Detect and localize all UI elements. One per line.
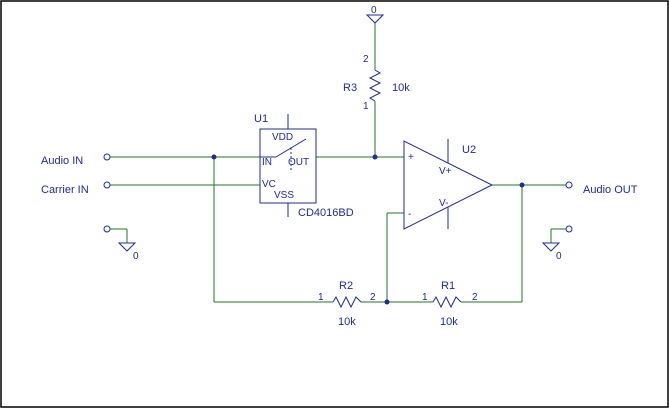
r2-ref-label: R2: [339, 280, 353, 292]
r3-value-label: 10k: [392, 82, 410, 94]
port-audio-in[interactable]: Audio IN: [41, 153, 111, 167]
u2-minus-sign: -: [408, 209, 411, 220]
r3-ref-label: R3: [343, 82, 357, 94]
u2-plus-sign: +: [408, 152, 414, 163]
carrier-in-label: Carrier IN: [41, 184, 89, 196]
u1-pin-vc: VC: [262, 179, 276, 190]
junction-dot: [384, 299, 390, 305]
u1-pin-vss: VSS: [274, 190, 294, 201]
u2-vplus-label: V+: [439, 166, 452, 177]
u1-ref-label: U1: [254, 113, 268, 125]
u1-pin-out: OUT: [288, 157, 309, 168]
ground-right-label: 0: [556, 251, 562, 262]
ground-symbol-top: 0: [365, 5, 385, 24]
u2-vminus-label: V-: [439, 198, 448, 209]
junction-dot: [372, 154, 378, 160]
r1-ref-label: R1: [441, 280, 455, 292]
u2-op-amp[interactable]: U2 + - V+ V-: [403, 139, 494, 230]
junction-dot: [211, 154, 217, 160]
audio-in-label: Audio IN: [41, 155, 83, 167]
r1-value-label: 10k: [440, 316, 458, 328]
audio-out-label: Audio OUT: [583, 184, 638, 196]
u1-pin-in: IN: [262, 157, 272, 168]
r2-pin1-label: 1: [318, 292, 324, 303]
r2-value-label: 10k: [338, 316, 356, 328]
port-audio-out[interactable]: Audio OUT: [565, 181, 638, 196]
ground-symbol-right: 0: [541, 225, 573, 262]
u2-ref-label: U2: [462, 144, 476, 156]
u1-part-label: CD4016BD: [298, 207, 354, 219]
ground-top-label: 0: [371, 5, 377, 16]
port-carrier-in[interactable]: Carrier IN: [41, 181, 111, 196]
junction-dot: [519, 182, 525, 188]
resistor-r2[interactable]: R2 10k 1 2: [318, 280, 376, 328]
r3-pin2-label: 2: [363, 54, 369, 65]
u1-pin-vdd: VDD: [272, 132, 293, 143]
resistor-r1[interactable]: R1 10k 1 2: [422, 280, 478, 328]
r2-pin2-label: 2: [370, 292, 376, 303]
r1-pin1-label: 1: [422, 292, 428, 303]
ground-left-label: 0: [133, 251, 139, 262]
wires: [110, 101, 566, 303]
u1-analog-switch[interactable]: U1 VDD IN OUT VC VSS CD4016BD: [254, 113, 354, 219]
r1-pin2-label: 2: [472, 292, 478, 303]
resistor-r3[interactable]: R3 10k 2 1: [343, 23, 410, 112]
r3-pin1-label: 1: [363, 101, 369, 112]
ground-symbol-left: 0: [103, 225, 139, 262]
